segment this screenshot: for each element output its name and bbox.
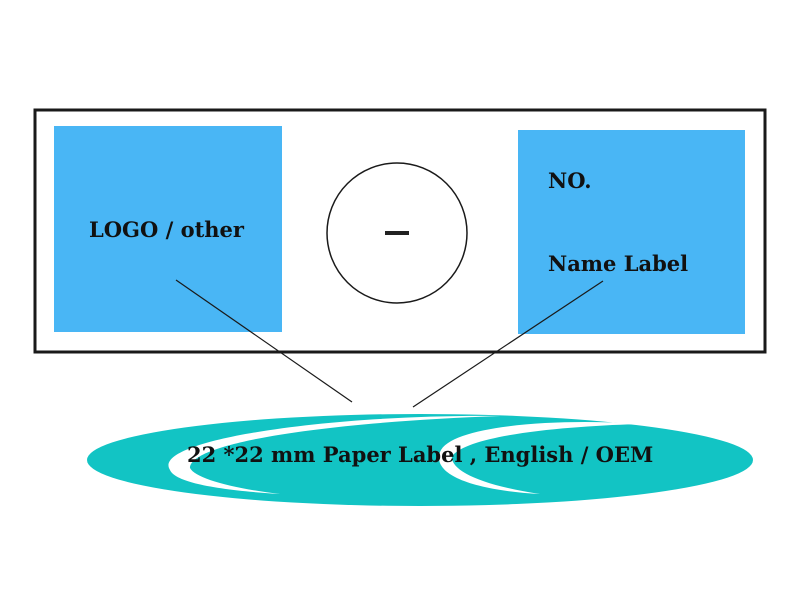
name-label-panel <box>518 130 745 334</box>
center-dash-mark <box>385 231 409 235</box>
logo-panel <box>54 126 282 332</box>
banner-swoosh-left <box>168 415 500 494</box>
pointer-line-right <box>412 280 604 408</box>
logo-label: LOGO / other <box>89 217 244 242</box>
banner-text: 22 *22 mm Paper Label , English / OEM <box>187 442 654 467</box>
banner-shape <box>87 414 753 506</box>
name-label: Name Label <box>548 251 689 276</box>
pointer-line-left <box>175 279 353 403</box>
center-circle <box>326 162 468 304</box>
number-label: NO. <box>548 168 592 193</box>
